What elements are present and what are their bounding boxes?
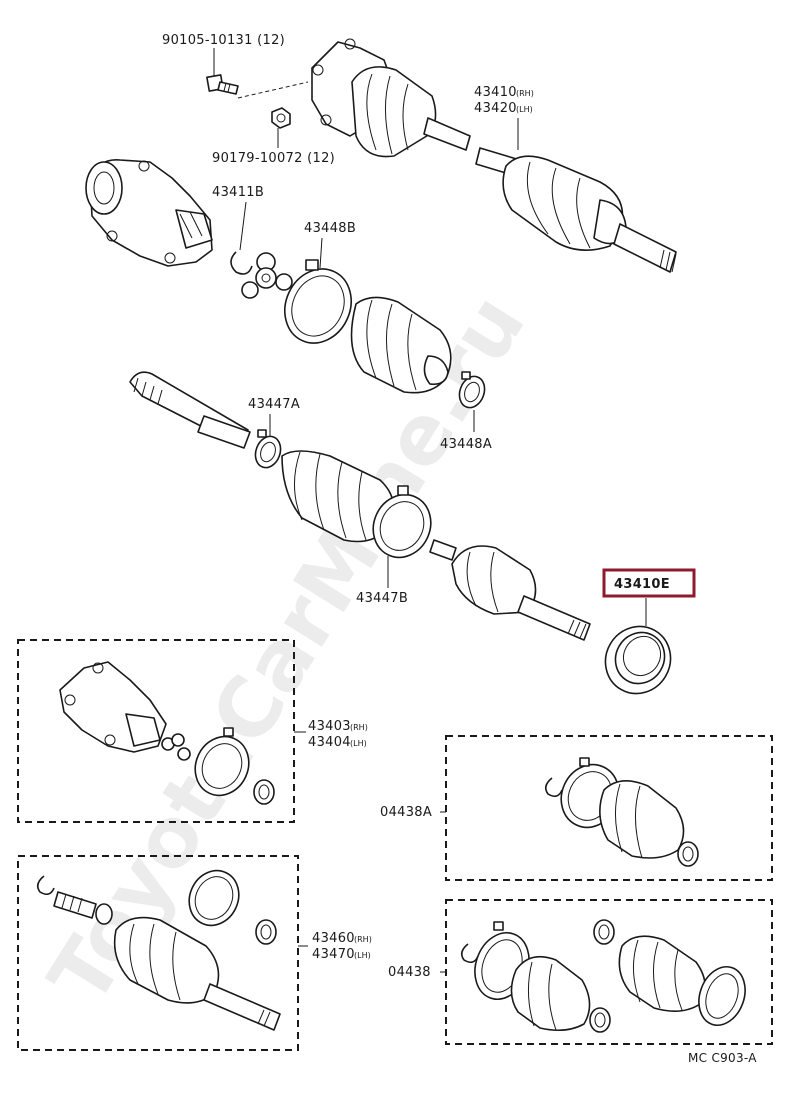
label-shaft-lh: 43420	[474, 101, 517, 116]
drive-shaft-icon	[429, 539, 591, 641]
clamp-icon	[593, 919, 615, 945]
boot-icon	[510, 955, 591, 1032]
label-kit-lh-sub: (LH)	[350, 739, 367, 748]
label-clamp-47b: 43447B	[356, 591, 408, 606]
label-clamp-48b: 43448B	[304, 221, 356, 236]
figure-code: MC C903-A	[688, 1051, 757, 1065]
snap-ring-icon	[230, 251, 253, 275]
drive-shaft-icon	[53, 891, 281, 1031]
label-boot-kit: 04438	[388, 965, 431, 980]
label-kit-lh: 43404	[308, 735, 351, 750]
label-dust-seal: 43410E	[614, 577, 670, 592]
label-snap-ring: 43411B	[212, 185, 264, 200]
clamp-icon	[698, 966, 746, 1026]
snap-ring-icon	[544, 777, 563, 798]
clamp-icon	[372, 485, 432, 559]
label-assy-lh: 43470	[312, 947, 355, 962]
kit-box-43403	[17, 639, 295, 823]
label-assy-rh: 43460	[312, 931, 355, 946]
drive-shaft-icon	[311, 38, 677, 273]
clamp-icon	[284, 259, 352, 344]
tripod-icon	[161, 733, 191, 761]
clamp-icon	[677, 841, 699, 867]
cv-joint-housing-icon	[85, 159, 213, 267]
clamp-icon	[254, 429, 282, 469]
kit-box-43460	[17, 855, 299, 1051]
label-kit-rh-sub: (RH)	[350, 723, 368, 732]
label-bolt: 90105-10131 (12)	[162, 33, 285, 48]
clamp-icon	[589, 1007, 611, 1033]
highlight-box	[602, 568, 696, 598]
seal-ring-icon	[604, 625, 672, 695]
clamp-icon	[458, 371, 486, 409]
kit-box-04438A	[445, 735, 773, 881]
clamp-icon	[194, 727, 250, 797]
nut-icon	[271, 107, 291, 129]
label-shaft-lh-sub: (LH)	[516, 105, 533, 114]
clamp-icon	[253, 779, 275, 805]
clamp-icon	[255, 919, 277, 945]
label-boot-kit-a: 04438A	[380, 805, 432, 820]
label-assy-rh-sub: (RH)	[354, 935, 372, 944]
label-assy-lh-sub: (LH)	[354, 951, 371, 960]
label-shaft-rh: 43410	[474, 85, 517, 100]
cv-joint-housing-icon	[59, 661, 167, 753]
label-clamp-47a: 43447A	[248, 397, 300, 412]
snap-ring-icon	[460, 943, 479, 964]
bolt-icon	[206, 74, 239, 95]
drive-shaft-icon	[129, 371, 251, 449]
snap-ring-icon	[36, 875, 55, 896]
label-clamp-48a: 43448A	[440, 437, 492, 452]
boot-icon	[350, 296, 452, 394]
clamp-icon	[188, 869, 240, 927]
tripod-icon	[241, 252, 293, 299]
label-shaft-rh-sub: (RH)	[516, 89, 534, 98]
boot-icon	[618, 935, 706, 1012]
label-kit-rh: 43403	[308, 719, 351, 734]
label-nut: 90179-10072 (12)	[212, 151, 335, 166]
boot-icon	[599, 780, 685, 859]
